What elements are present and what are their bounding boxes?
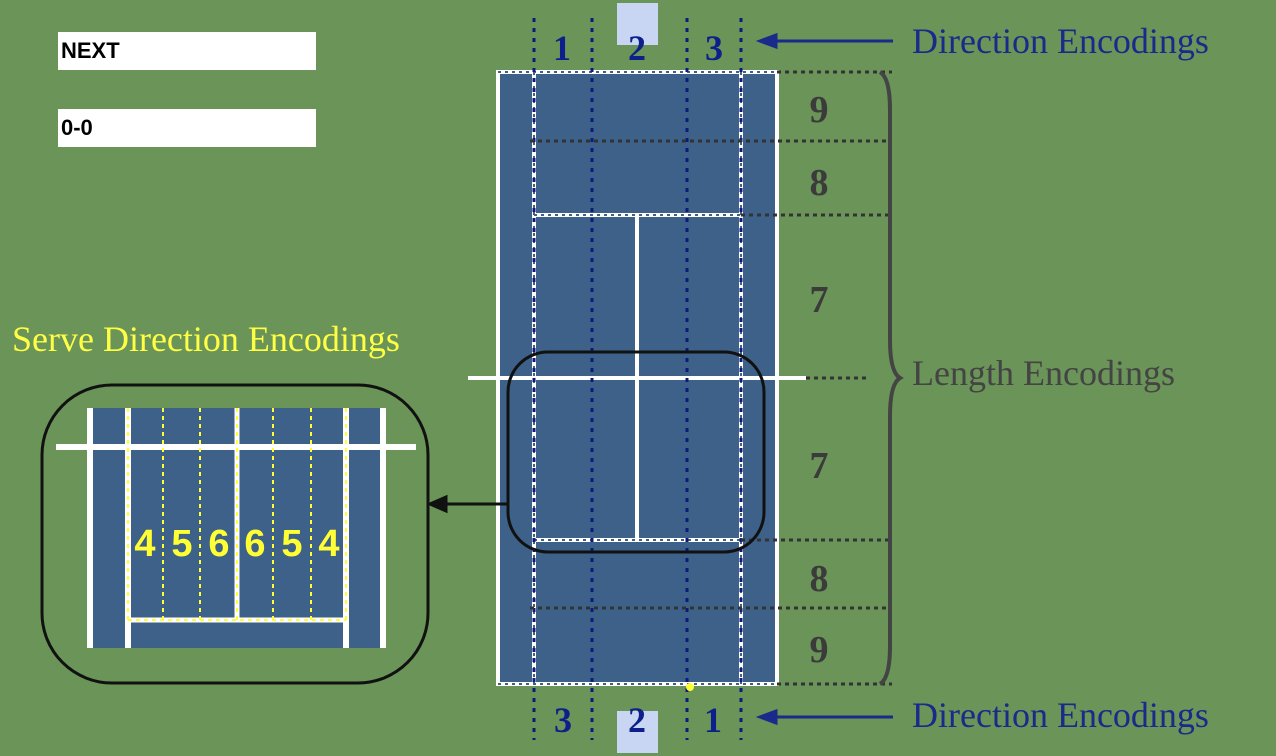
main-court <box>468 18 892 740</box>
direction-number-top-1: 1 <box>553 28 571 68</box>
length-encodings-label: Length Encodings <box>912 353 1175 393</box>
direction-highlight-bottom <box>617 711 658 753</box>
direction-arrow-bottom <box>755 708 893 726</box>
direction-arrow-top <box>755 32 893 50</box>
length-number-8-top: 8 <box>810 162 829 204</box>
serve-direction-encodings-label: Serve Direction Encodings <box>12 319 400 359</box>
direction-encodings-label-top: Direction Encodings <box>912 21 1209 61</box>
direction-encodings-label-bottom: Direction Encodings <box>912 695 1209 735</box>
direction-number-bottom-1: 1 <box>704 700 722 740</box>
length-number-9-top: 9 <box>810 89 829 131</box>
ball-marker <box>686 683 694 691</box>
serve-number-4-left: 4 <box>134 523 155 565</box>
direction-dividers <box>532 18 743 740</box>
serve-number-5-right: 5 <box>281 523 302 565</box>
length-number-9-bottom: 9 <box>810 629 829 671</box>
serve-inset-frame <box>40 383 430 685</box>
length-brace <box>878 70 904 686</box>
serve-number-6-left: 6 <box>208 523 229 565</box>
service-area-highlight <box>506 350 766 554</box>
direction-number-top-2: 2 <box>628 28 646 68</box>
length-number-7-top: 7 <box>810 279 829 321</box>
direction-highlight-top <box>617 3 658 45</box>
direction-number-top-3: 3 <box>705 28 723 68</box>
serve-number-4-right: 4 <box>318 523 339 565</box>
serve-number-5-left: 5 <box>171 523 192 565</box>
length-number-7-bottom: 7 <box>810 445 829 487</box>
inset-connector-arrow <box>426 494 508 514</box>
length-dividers <box>530 70 892 686</box>
direction-number-bottom-2: 2 <box>628 700 646 740</box>
score-display: 0-0 <box>58 109 316 147</box>
direction-number-bottom-3: 3 <box>554 700 572 740</box>
length-number-8-bottom: 8 <box>810 558 829 600</box>
serve-inset-court <box>56 408 416 648</box>
serve-number-6-right: 6 <box>244 523 265 565</box>
next-button[interactable]: NEXT <box>58 32 316 70</box>
